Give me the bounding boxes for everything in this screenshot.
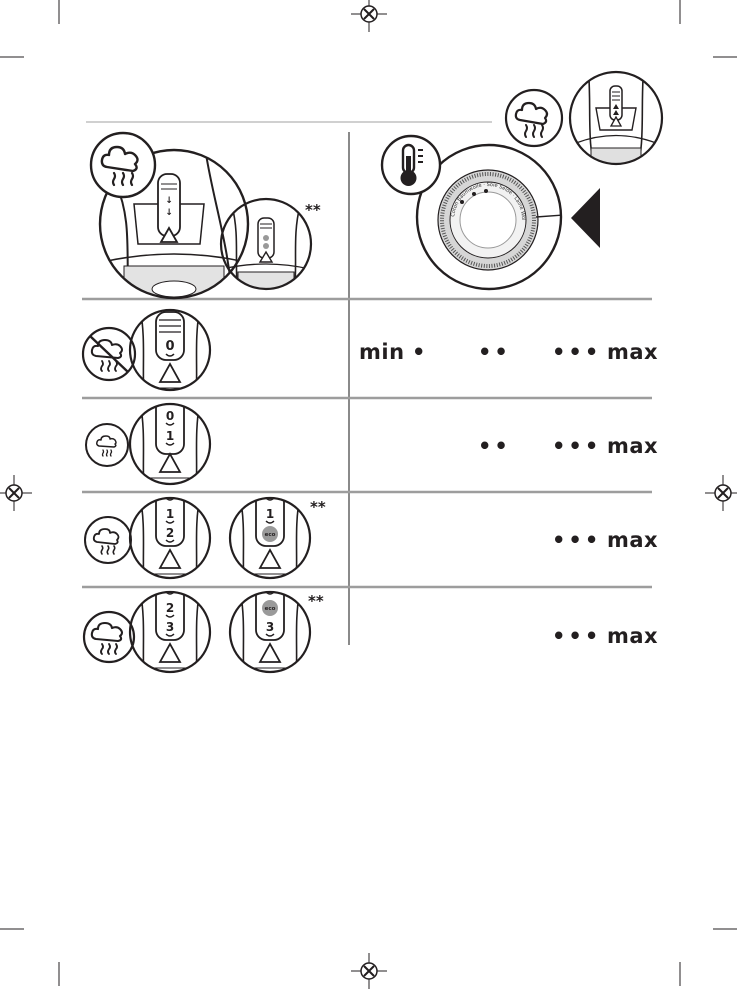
steam-selector-eco-zoom: 1 eco	[228, 496, 312, 580]
svg-text:0: 0	[166, 409, 174, 423]
temp-max-label: max	[607, 624, 659, 648]
svg-text:0: 0	[165, 339, 174, 354]
temp-one-dot: •	[412, 340, 429, 364]
footnote-mark: **	[310, 498, 326, 516]
steam-cloud-icon	[89, 131, 157, 199]
registration-mark-icon	[351, 953, 387, 989]
footnote-mark: **	[305, 201, 321, 219]
temp-min-label: min	[359, 340, 405, 364]
svg-text:3: 3	[166, 620, 174, 634]
svg-text:1: 1	[166, 429, 174, 443]
registration-mark-icon	[0, 475, 32, 511]
svg-text:eco: eco	[265, 606, 276, 612]
steam-selector-zoom: 2 3	[128, 590, 212, 674]
temp-max-label: max	[607, 528, 659, 552]
svg-text:↓: ↓	[165, 196, 173, 206]
registration-mark-icon	[351, 0, 387, 32]
triangle-pointer-icon	[571, 188, 600, 248]
temp-three-dots: •••	[552, 434, 602, 458]
steam-low-icon	[85, 423, 129, 467]
svg-text:2: 2	[166, 601, 174, 615]
steam-selector-zoom: 0	[128, 308, 212, 392]
steam-selector-zoom: 0 1	[128, 402, 212, 486]
svg-text:2: 2	[166, 526, 174, 540]
svg-text:eco: eco	[265, 532, 276, 538]
temp-max-label: max	[607, 340, 659, 364]
steam-high-icon	[82, 610, 136, 664]
temp-three-dots: •••	[552, 340, 602, 364]
iron-head-illustration	[568, 70, 664, 166]
svg-text:↓: ↓	[165, 208, 173, 218]
temp-max-label: max	[607, 434, 659, 458]
svg-text:1: 1	[266, 507, 274, 521]
svg-text:3: 3	[266, 620, 274, 634]
temp-two-dots: ••	[478, 340, 511, 364]
footnote-mark: **	[308, 592, 324, 610]
steam-selector-eco-zoom: eco 3	[228, 590, 312, 674]
iron-zoom-alt-illustration	[219, 197, 313, 291]
steam-selector-zoom: 1 2	[128, 496, 212, 580]
steam-cloud-icon	[504, 88, 564, 148]
svg-text:1: 1	[166, 507, 174, 521]
thermometer-icon	[380, 134, 442, 196]
steam-medium-icon	[84, 516, 132, 564]
registration-mark-icon	[705, 475, 737, 511]
no-steam-icon	[81, 326, 137, 382]
temp-three-dots: •••	[552, 624, 602, 648]
iron-zoom-illustration: ↓ ↓	[98, 148, 250, 300]
temp-two-dots: ••	[478, 434, 511, 458]
thermostat-dial-illustration: Coton Baumwolle · Soie Seide · Laine Wol…	[415, 143, 563, 291]
temp-three-dots: •••	[552, 528, 602, 552]
